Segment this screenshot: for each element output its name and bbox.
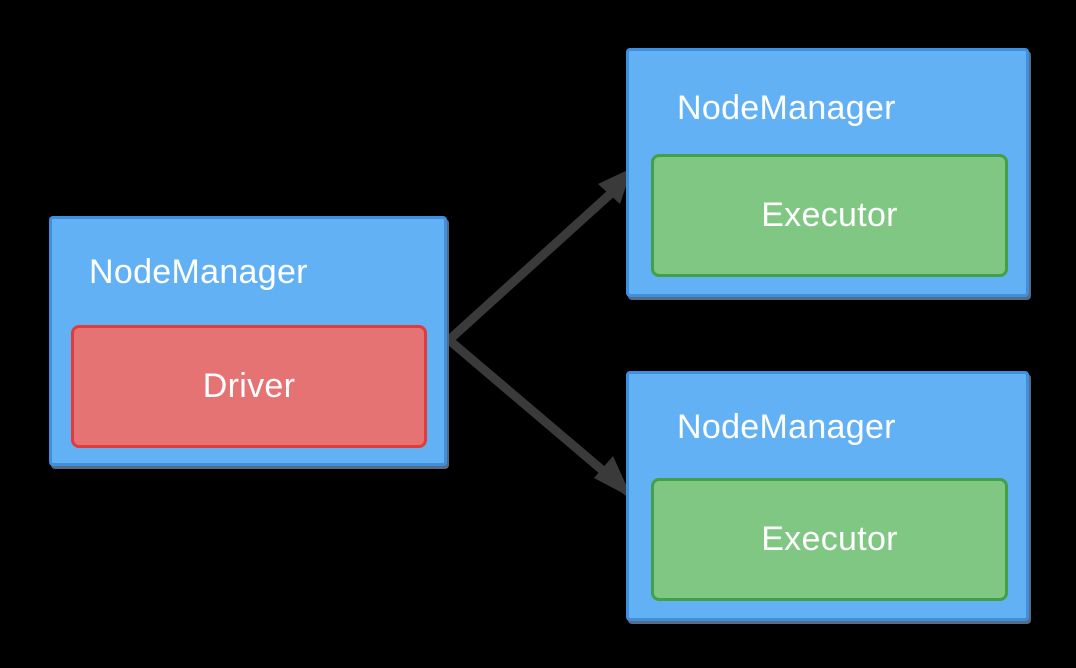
- node-manager-title: NodeManager: [677, 408, 896, 446]
- node-manager-box-executor-bottom: NodeManager Executor: [626, 371, 1029, 621]
- executor-box: Executor: [651, 154, 1008, 277]
- executor-box: Executor: [651, 478, 1008, 601]
- executor-label: Executor: [761, 520, 898, 558]
- driver-box: Driver: [71, 325, 427, 448]
- node-manager-box-driver: NodeManager Driver: [49, 216, 447, 466]
- node-manager-title: NodeManager: [677, 89, 896, 127]
- edge-driver-to-executor-top: [444, 173, 633, 345]
- executor-label: Executor: [761, 196, 898, 234]
- driver-label: Driver: [202, 367, 296, 405]
- node-manager-box-executor-top: NodeManager Executor: [626, 48, 1029, 297]
- node-manager-title: NodeManager: [89, 253, 308, 291]
- arrowhead-top: [598, 168, 632, 204]
- edge-driver-to-executor-bottom: [444, 335, 633, 497]
- arrowhead-bottom: [594, 456, 632, 498]
